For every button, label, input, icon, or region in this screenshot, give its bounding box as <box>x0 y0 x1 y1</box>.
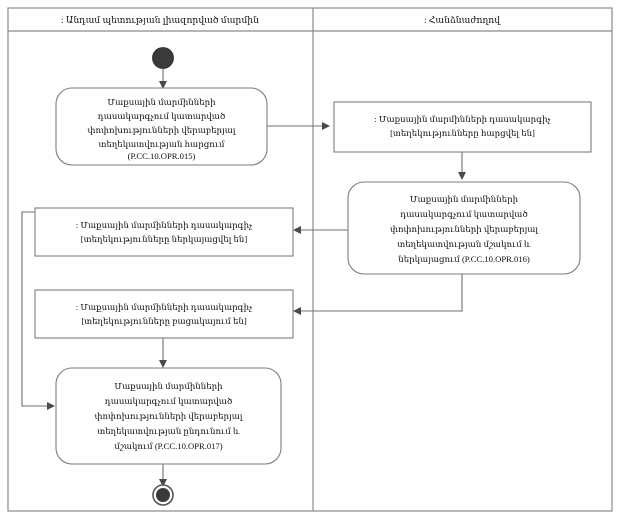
activity-015-line-4: տեղեկատվության հարցում <box>98 139 225 149</box>
object-node-submitted[interactable]: : Մաքսային մարմինների դասակարգիչ [տեղեկո… <box>34 207 294 257</box>
object-absent-line-1: : Մաքսային մարմինների դասակարգիչ <box>76 302 253 312</box>
activity-015-line-2: դասակարգչում կատարված <box>98 111 226 121</box>
activity-015-line-1: Մաքսային մարմինների <box>107 97 216 107</box>
activity-node-opr-016[interactable]: Մաքսային մարմինների դասակարգչում կատարվա… <box>347 181 581 275</box>
flow-object-requested-to-activity-016 <box>458 152 466 180</box>
activity-017-line-2: դասակարգչում կատարված <box>105 396 233 406</box>
object-submitted-line-2: [տեղեկությունները ներկայացվել են] <box>81 234 248 244</box>
activity-016-line-5: ներկայացում (P.CC.10.OPR.016) <box>398 254 530 264</box>
object-node-requested[interactable]: : Մաքսային մարմինների դասակարգիչ [տեղեկո… <box>333 101 592 153</box>
activity-015-line-5: (P.CC.10.OPR.015) <box>128 151 196 161</box>
activity-017-line-3: փոփոխությունների վերաբերյալ <box>94 411 243 421</box>
initial-node <box>152 47 174 69</box>
flow-object-absent-to-activity-017 <box>159 338 167 368</box>
flow-activity-017-to-final <box>159 464 167 487</box>
activity-node-opr-017[interactable]: Մաքսային մարմինների դասակարգչում կատարվա… <box>55 367 282 465</box>
object-node-absent[interactable]: : Մաքսային մարմինների դասակարգիչ [տեղեկո… <box>34 289 294 339</box>
flow-object-submitted-to-activity-017 <box>21 211 55 410</box>
activity-017-line-1: Մաքսային մարմինների <box>114 381 223 391</box>
activity-node-opr-015[interactable]: Մաքսային մարմինների դասակարգչում կատարվա… <box>55 87 268 166</box>
final-node <box>152 484 174 506</box>
flow-activity-016-to-object-absent <box>293 274 463 315</box>
object-submitted-line-1: : Մաքսային մարմինների դասակարգիչ <box>76 220 253 230</box>
swimlane-title-left: : Անդամ պետության լիազորված մարմին <box>61 15 259 25</box>
swimlane-title-right: : Հանձնաժողով <box>424 15 501 25</box>
activity-015-line-3: փոփոխությունների վերաբերյալ <box>87 125 236 135</box>
activity-017-line-4: տեղեկատվության ընդունում և <box>97 426 240 436</box>
object-requested-line-1: : Մաքսային մարմինների դասակարգիչ <box>374 114 551 124</box>
flow-initial-to-activity-015 <box>159 69 167 89</box>
activity-016-line-2: դասակարգչում կատարված <box>400 209 528 219</box>
activity-017-line-5: մշակում (P.CC.10.OPR.017) <box>114 441 222 451</box>
activity-016-line-4: տեղեկատվության մշակում և <box>397 239 531 249</box>
activity-016-line-3: փոփոխությունների վերաբերյալ <box>390 224 539 234</box>
object-absent-line-2: [տեղեկությունները բացակայում են] <box>81 316 247 326</box>
activity-016-line-1: Մաքսային մարմինների <box>410 194 519 204</box>
flow-activity-015-to-object-requested <box>267 122 330 130</box>
object-requested-line-2: [տեղեկությունները հարցվել են] <box>390 128 535 138</box>
